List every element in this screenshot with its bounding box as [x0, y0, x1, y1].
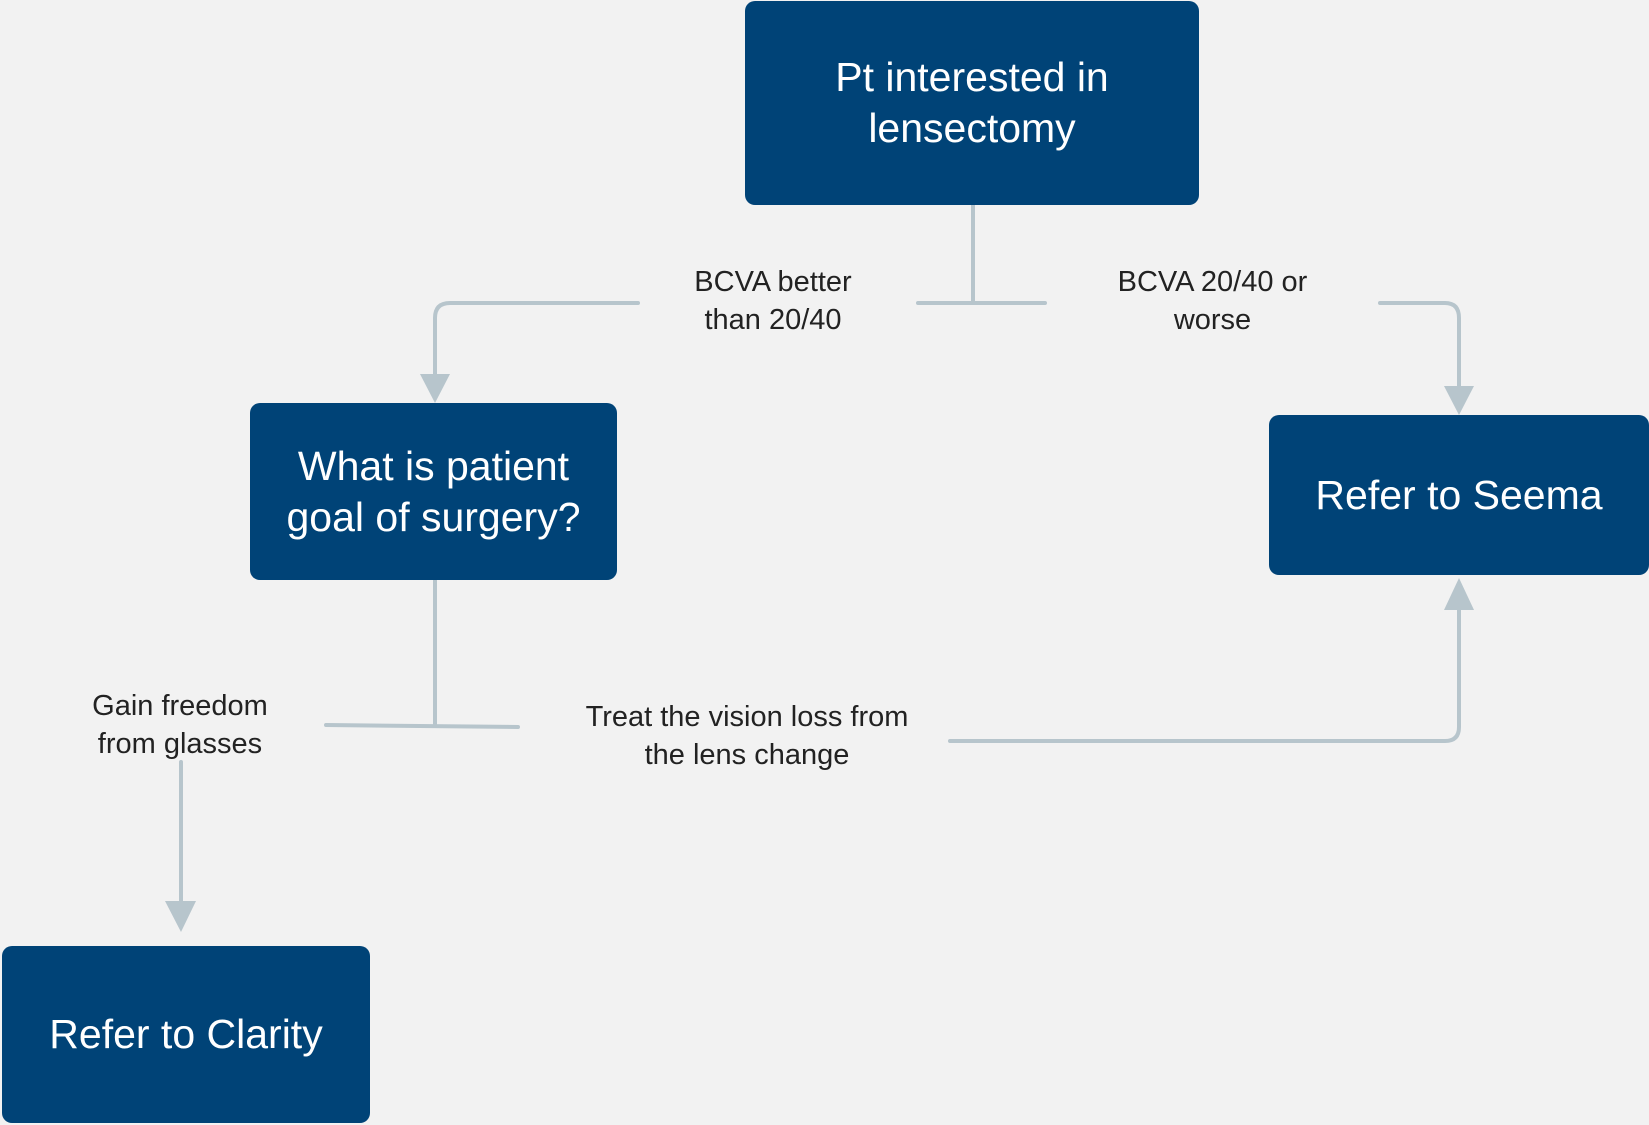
seema-node-label: Refer to Seema — [1315, 471, 1603, 518]
arrowhead-to-clarity — [165, 901, 196, 932]
goal-node: What is patient goal of surgery? — [250, 403, 617, 580]
connector-start-to-goal — [433, 301, 640, 382]
seema-node: Refer to Seema — [1269, 415, 1649, 575]
edge-label-better-vision: BCVA better than 20/40 — [694, 266, 852, 336]
goal-node-label: What is patient goal of surgery? — [286, 442, 581, 540]
clarity-node: Refer to Clarity — [2, 946, 370, 1123]
connector-start-to-seema — [1378, 301, 1461, 392]
start-node: Pt interested in lensectomy — [745, 1, 1199, 205]
edge-label-freedom: Gain freedom from glasses — [92, 690, 268, 760]
arrowhead-to-seema-top — [1444, 386, 1474, 415]
edge-label-worse-vision: BCVA 20/40 or worse — [1117, 266, 1308, 336]
edge-label-treat: Treat the vision loss from the lens chan… — [585, 701, 909, 771]
arrowhead-to-seema-bottom — [1444, 578, 1474, 610]
start-node-label: Pt interested in lensectomy — [835, 54, 1109, 151]
arrowhead-to-goal — [420, 374, 450, 403]
clarity-node-label: Refer to Clarity — [49, 1011, 323, 1057]
connector-goal-to-seema — [948, 606, 1461, 743]
connector-goal-branch — [324, 723, 520, 729]
